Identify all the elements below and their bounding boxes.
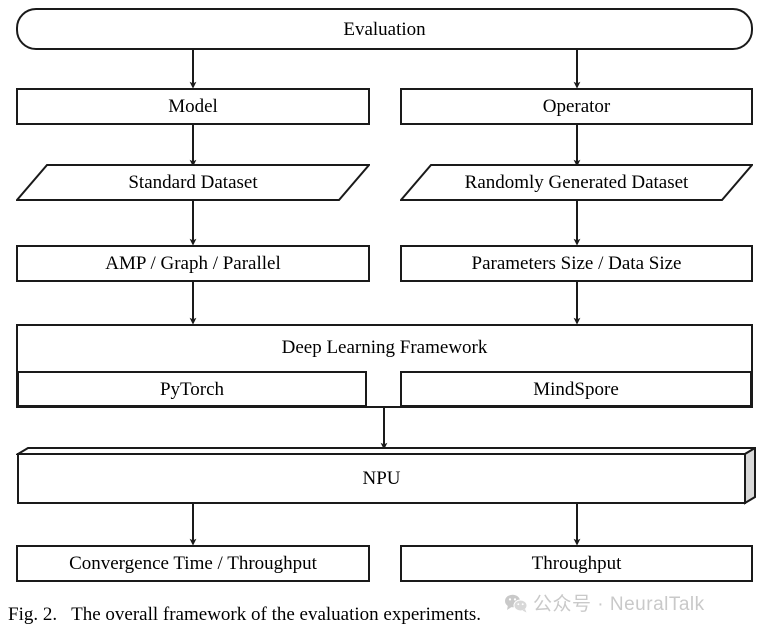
parallelogram-shape-random-dataset [400, 164, 753, 201]
node-pytorch-label: PyTorch [159, 378, 225, 400]
node-standard-dataset: Standard Dataset [16, 164, 370, 201]
node-deep-learning-framework: Deep Learning Framework [16, 324, 753, 408]
node-model: Model [16, 88, 370, 125]
node-parameters-size-data-size: Parameters Size / Data Size [400, 245, 753, 282]
watermark: 公众号 · NeuralTalk [504, 589, 705, 616]
node-standard-dataset-label: Standard Dataset [128, 171, 258, 193]
node-amp-graph-parallel: AMP / Graph / Parallel [16, 245, 370, 282]
node-evaluation-label: Evaluation [343, 18, 426, 40]
node-npu: NPU [16, 447, 756, 505]
figure-caption: Fig. 2. The overall framework of the eval… [8, 604, 481, 626]
node-pytorch: PyTorch [17, 371, 367, 407]
wechat-icon [504, 593, 528, 613]
node-evaluation: Evaluation [16, 8, 753, 50]
node-operator: Operator [400, 88, 753, 125]
node-deep-learning-framework-label: Deep Learning Framework [281, 337, 488, 358]
node-amp-graph-parallel-label: AMP / Graph / Parallel [105, 253, 281, 274]
node-convergence-time-throughput-label: Convergence Time / Throughput [69, 553, 317, 574]
figure-number: Fig. 2. [8, 604, 58, 625]
node-throughput: Throughput [400, 545, 753, 582]
node-model-label: Model [168, 96, 218, 117]
node-mindspore-label: MindSpore [533, 378, 619, 400]
watermark-text: 公众号 · NeuralTalk [533, 594, 705, 615]
figure-caption-text: The overall framework of the evaluation … [71, 604, 482, 625]
node-operator-label: Operator [542, 96, 611, 117]
node-mindspore: MindSpore [400, 371, 752, 407]
node-npu-label: NPU [362, 467, 401, 489]
node-randomly-generated-dataset-label: Randomly Generated Dataset [464, 171, 689, 193]
node-convergence-time-throughput: Convergence Time / Throughput [16, 545, 370, 582]
parallelogram-shape-standard-dataset [16, 164, 370, 201]
node-throughput-label: Throughput [531, 553, 622, 574]
node-parameters-size-data-size-label: Parameters Size / Data Size [471, 253, 682, 274]
node-randomly-generated-dataset: Randomly Generated Dataset [400, 164, 753, 201]
npu-3d-shape [16, 447, 756, 505]
